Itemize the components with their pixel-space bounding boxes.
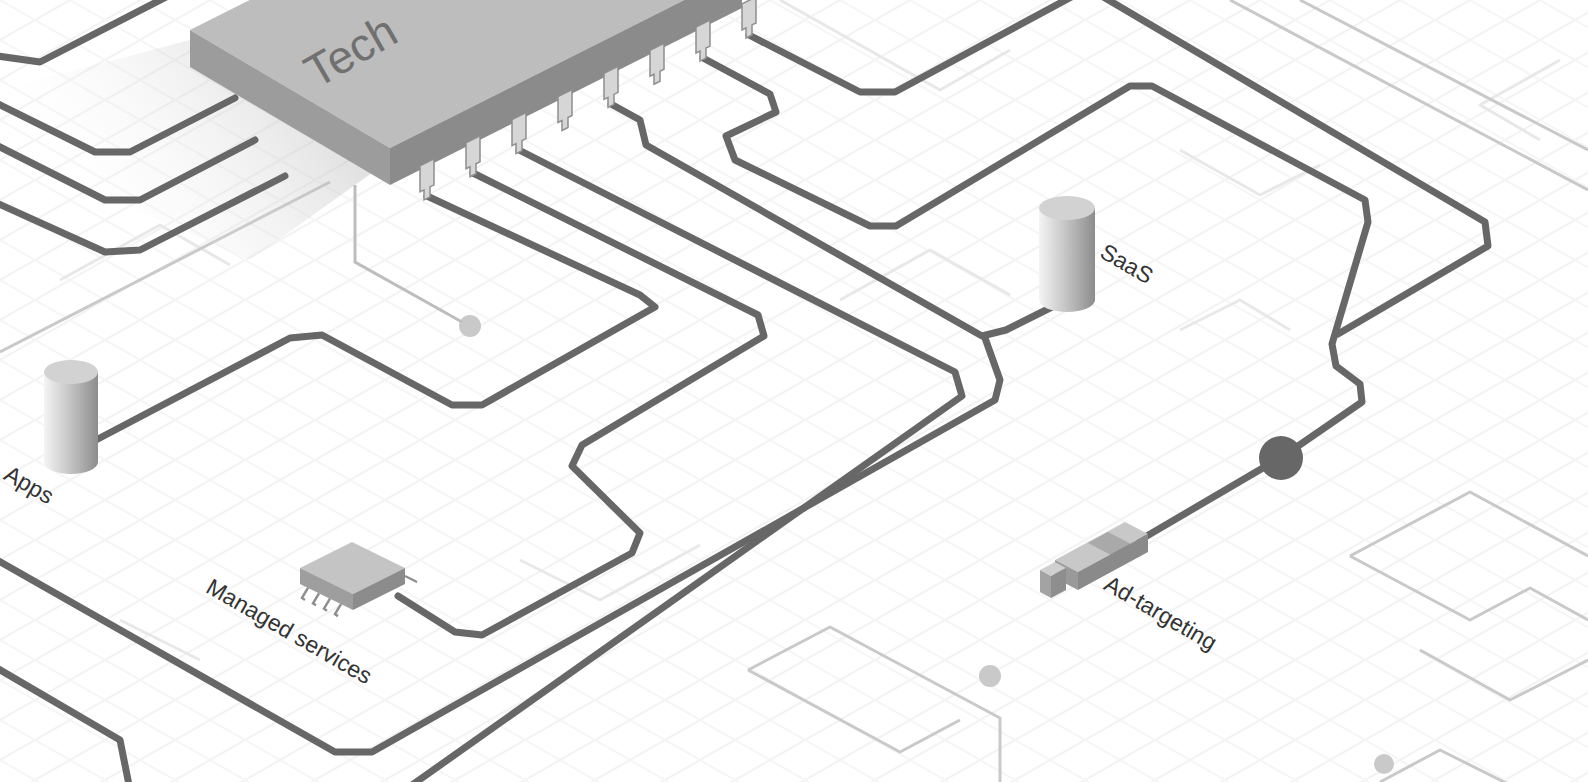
managed-services-chip-shape — [200, 525, 425, 705]
faint-traces — [60, 0, 1560, 660]
processor-chip-shape-part — [558, 89, 572, 130]
light-traces-part — [748, 670, 960, 752]
circuit-trace — [96, 196, 655, 440]
faint-traces-part — [840, 250, 1010, 300]
managed-services-chip-shape-part — [302, 588, 308, 600]
processor-chip-shape-part — [512, 113, 526, 154]
processor-chip-shape — [180, 0, 760, 230]
circuit-wires-part — [0, 338, 1000, 752]
processor-chip-shape-part — [742, 0, 756, 38]
apps-cylinder-shape — [0, 355, 110, 525]
circuit-wires-part — [0, 0, 170, 62]
circuit-wires-part — [0, 140, 255, 200]
circuit-wires-part — [1100, 0, 1488, 334]
processor-chip: Tech — [180, 0, 760, 230]
saas-cylinder-shape-part — [1039, 196, 1095, 220]
managed-services-chip-shape-part — [313, 593, 319, 605]
faint-traces-part — [1180, 150, 1320, 195]
managed-services-chip: Managed services — [200, 525, 425, 705]
managed-services-chip-shape-part — [405, 576, 417, 582]
processor-chip-shape-part — [696, 20, 710, 61]
light-traces-part — [1420, 650, 1588, 700]
circuit-wires-part — [749, 0, 1075, 92]
circuit-wires — [0, 0, 1488, 782]
managed-services-chip-shape-part — [324, 599, 330, 611]
processor-chip-shape-part — [604, 66, 618, 107]
circuit-wires-part — [0, 98, 235, 152]
managed-services-chip-shape-part — [353, 568, 405, 610]
saas-cylinder: SaaS — [1030, 190, 1180, 315]
light-pads-part — [1374, 754, 1394, 774]
managed-services-chip-shape-part — [335, 604, 341, 616]
faint-traces-part — [520, 545, 700, 600]
faint-traces-part — [1180, 300, 1290, 330]
processor-chip-shape-part — [466, 136, 480, 177]
circuit-trace — [611, 104, 1058, 336]
saas-cylinder-shape-part — [1039, 208, 1095, 312]
managed-services-chip-shape-part — [300, 568, 353, 610]
ad-targeting-module-shape-part — [1051, 568, 1066, 598]
component-label: Ad-targeting — [1101, 572, 1221, 655]
processor-chip-shape-part — [420, 159, 434, 200]
component-label: SaaS — [1097, 240, 1157, 288]
circuit-wires-part — [0, 176, 285, 252]
light-pads-part — [459, 315, 481, 337]
component-label: Apps — [1, 462, 58, 508]
processor-chip-shape-part — [650, 43, 664, 84]
light-pads — [459, 315, 1394, 774]
light-pads-part — [979, 665, 1001, 687]
circuit-trace — [703, 58, 1368, 540]
light-traces-part — [1380, 750, 1520, 782]
processor-chip-shape-part — [390, 0, 742, 185]
light-traces-part — [1230, 0, 1588, 190]
circuit-trace — [398, 173, 764, 635]
apps-cylinder-shape-part — [44, 372, 98, 474]
apps-cylinder: Apps — [0, 355, 110, 525]
light-traces-part — [748, 627, 1000, 782]
ad-targeting-module-shape-part — [1040, 570, 1051, 598]
light-traces-part — [1350, 492, 1588, 556]
apps-cylinder-shape-part — [44, 360, 98, 384]
light-traces-part — [1350, 556, 1588, 620]
light-traces-part — [1300, 0, 1588, 150]
ad-targeting-module: Ad-targeting — [1030, 515, 1260, 675]
circuit-wires-part — [0, 664, 130, 782]
